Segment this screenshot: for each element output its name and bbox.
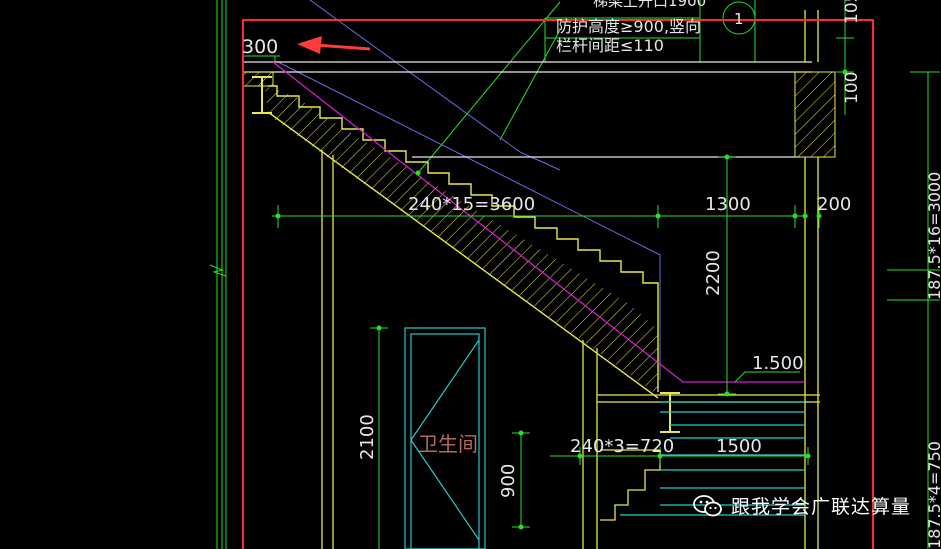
- top-number-text: 1: [734, 10, 744, 28]
- note-line-1: 防护高度≥900,竖向: [556, 17, 701, 36]
- dim-lower-landing-label: 1500: [716, 436, 762, 457]
- left-300-label: 300: [242, 36, 278, 58]
- stair-steps-upper: [268, 85, 659, 392]
- right-vertical-top-label: 187.5*16=3000: [925, 172, 941, 300]
- dim-lower-run-label: 240*3=720: [570, 436, 674, 457]
- right-100-label: 100: [842, 72, 862, 104]
- watermark: 跟我学会广联达算量: [693, 492, 911, 519]
- wechat-icon: [693, 494, 722, 516]
- watermark-text: 跟我学会广联达算量: [730, 496, 911, 518]
- dim-900-label: 900: [498, 464, 519, 498]
- top-fragment-text: 梯梁上开口1900: [593, 0, 706, 10]
- left-beam-hatch: [242, 71, 274, 87]
- lower-flight-cyan: [404, 327, 805, 549]
- blue-guide-lines: [277, 0, 661, 380]
- stair-stringer-hatch: [265, 86, 658, 395]
- right-vertical-bottom-label: 187.5*4=750: [925, 441, 941, 549]
- room-name-label: 卫生间: [418, 432, 478, 456]
- dim-wall-label: 200: [817, 194, 851, 215]
- handrail-line: [272, 61, 805, 383]
- red-arrow: [297, 36, 371, 54]
- right-top-label: 105: [842, 0, 862, 24]
- right-beam-hatch: [794, 71, 836, 158]
- red-outline-frame: [242, 19, 874, 549]
- dim-headroom-label: 2200: [703, 250, 724, 296]
- dim-upper-run-label: 240*15=3600: [408, 194, 535, 215]
- dimension-ticks: [275, 69, 848, 530]
- note-line-2: 栏杆间距≤110: [556, 36, 664, 55]
- dimension-lines: [272, 0, 854, 549]
- dim-door-height-label: 2100: [357, 414, 378, 460]
- elevation-label: 1.500: [752, 353, 804, 374]
- dim-landing-label: 1300: [705, 194, 751, 215]
